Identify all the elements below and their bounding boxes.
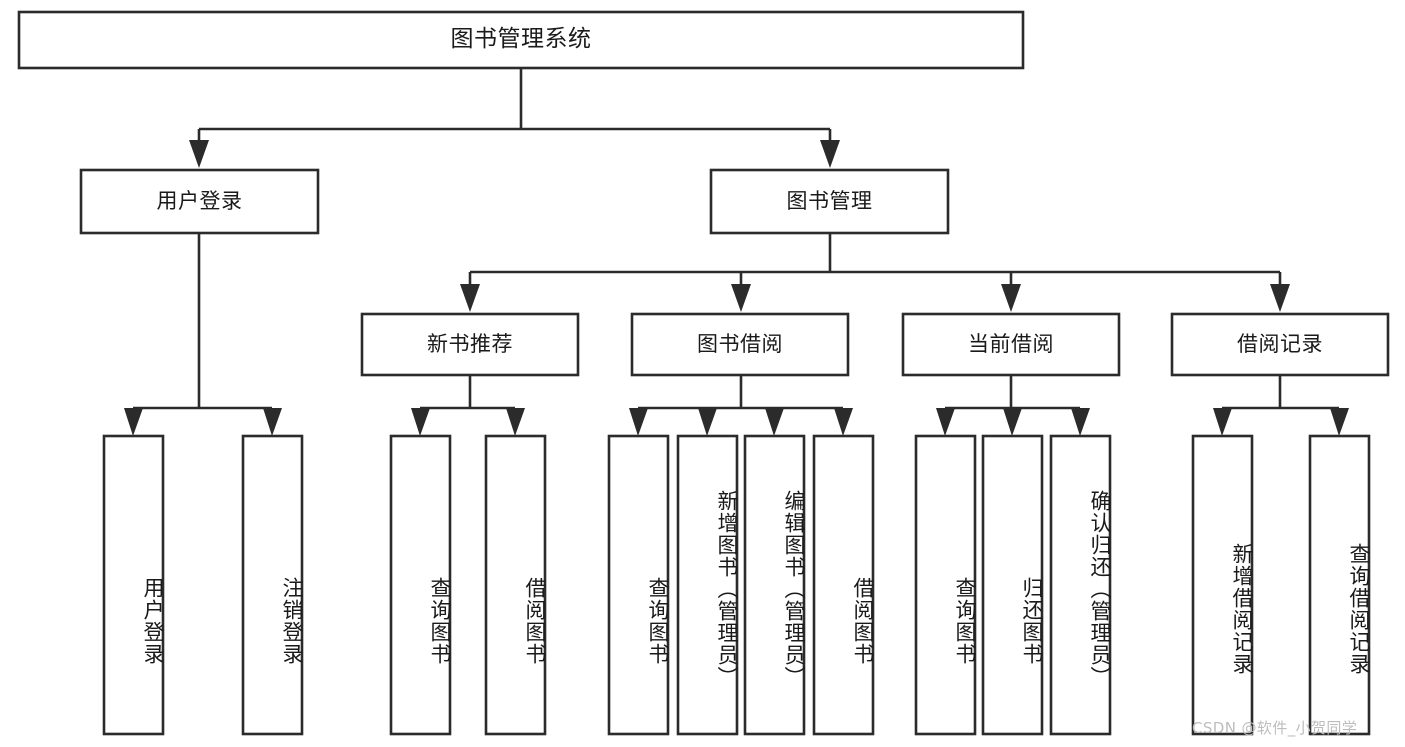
arrow-user-login-to-leaf-user-login bbox=[124, 408, 143, 436]
node-box-leaf-logout[interactable] bbox=[241, 434, 304, 736]
arrow-bm-to-current-borrow bbox=[1001, 284, 1021, 312]
node-box-current-borrow[interactable] bbox=[901, 312, 1121, 377]
arrow-bb-to-add-book bbox=[698, 408, 717, 436]
node-box-leaf-query-book-3[interactable] bbox=[914, 434, 977, 736]
node-box-leaf-return-book[interactable] bbox=[981, 434, 1044, 736]
arrow-cb-to-query-book bbox=[936, 408, 955, 436]
arrow-root-to-book-manage bbox=[820, 140, 840, 168]
node-box-new-book-rec[interactable] bbox=[360, 312, 580, 377]
node-box-borrow-record[interactable] bbox=[1170, 312, 1390, 377]
arrow-br-to-add-record bbox=[1213, 408, 1232, 436]
node-box-leaf-borrow-book-1[interactable] bbox=[484, 434, 547, 736]
node-box-user-login[interactable] bbox=[79, 168, 320, 235]
node-box-leaf-query-record[interactable] bbox=[1308, 434, 1371, 736]
node-box-leaf-borrow-book-2[interactable] bbox=[812, 434, 875, 736]
node-box-leaf-query-book-2[interactable] bbox=[607, 434, 670, 736]
arrow-bm-to-borrow-record bbox=[1270, 284, 1290, 312]
arrow-br-to-query-record bbox=[1330, 408, 1349, 436]
arrow-cb-to-return-book bbox=[1003, 408, 1022, 436]
node-box-book-manage[interactable] bbox=[709, 168, 950, 235]
node-box-leaf-edit-book-admin[interactable] bbox=[743, 434, 806, 736]
node-box-root[interactable] bbox=[17, 10, 1025, 70]
arrow-bb-to-query-book bbox=[629, 408, 648, 436]
node-box-book-borrow[interactable] bbox=[630, 312, 850, 377]
node-box-leaf-add-book-admin[interactable] bbox=[676, 434, 739, 736]
arrow-nb-to-borrow-book bbox=[506, 408, 525, 436]
arrow-user-login-to-leaf-logout bbox=[263, 408, 282, 436]
arrow-nb-to-query-book bbox=[411, 408, 430, 436]
arrow-bm-to-new-book-rec bbox=[460, 284, 480, 312]
node-box-leaf-confirm-return-admin[interactable] bbox=[1049, 434, 1112, 736]
arrow-root-to-user-login bbox=[189, 140, 209, 168]
node-box-leaf-user-login[interactable] bbox=[102, 434, 165, 736]
node-box-leaf-query-book-1[interactable] bbox=[389, 434, 452, 736]
arrow-bb-to-borrow-book bbox=[834, 408, 853, 436]
arrow-bb-to-edit-book bbox=[765, 408, 784, 436]
node-box-leaf-add-record[interactable] bbox=[1191, 434, 1254, 736]
arrow-cb-to-confirm-return bbox=[1071, 408, 1090, 436]
arrow-bm-to-book-borrow bbox=[731, 284, 751, 312]
